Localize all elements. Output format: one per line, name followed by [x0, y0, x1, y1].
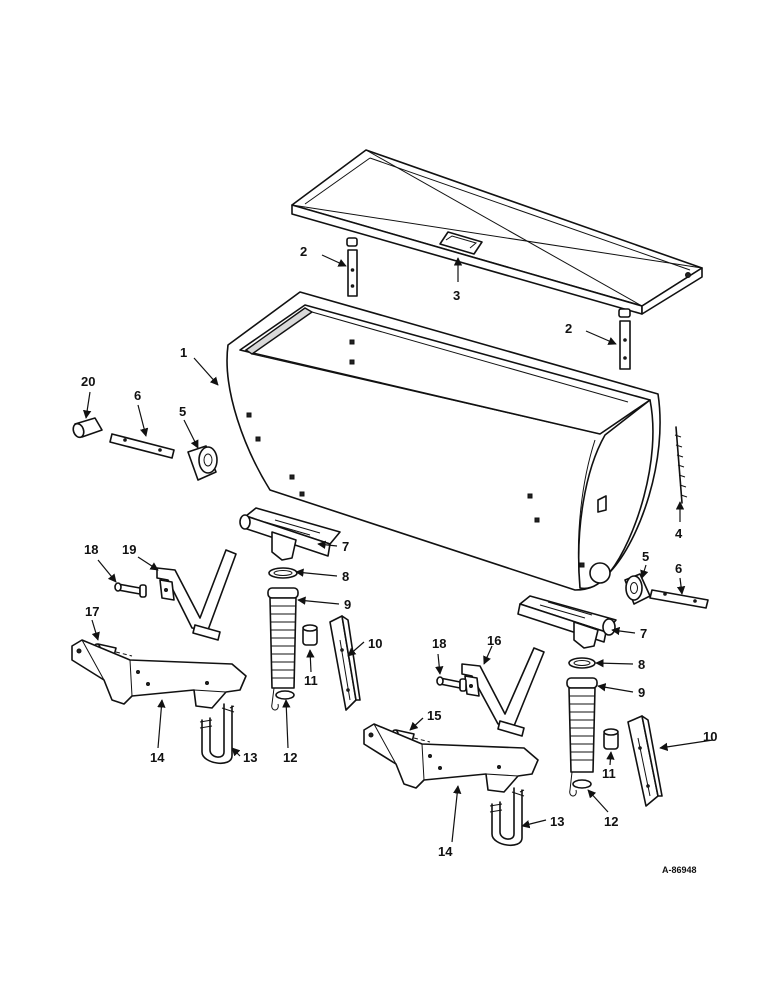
- callout-4: 4: [675, 526, 683, 541]
- roller-right: [624, 573, 651, 605]
- callout-18-left: 18: [84, 542, 98, 557]
- spring-rod: [674, 426, 688, 504]
- callout-9-right: 9: [638, 685, 645, 700]
- hinge-right: [618, 308, 631, 370]
- sleeve-left: [72, 417, 103, 439]
- hopper-lid: [291, 149, 703, 315]
- callout-7-left: 7: [342, 539, 349, 554]
- callout-15: 15: [427, 708, 441, 723]
- callout-6-left: 6: [134, 388, 141, 403]
- bushing-right: [603, 728, 619, 750]
- callout-11-right: 11: [602, 766, 616, 781]
- pin-left-18: [114, 582, 147, 598]
- callout-14-right: 14: [438, 844, 453, 859]
- hopper-box: [226, 291, 661, 591]
- drawing-reference: A-86948: [662, 865, 697, 875]
- callout-20: 20: [81, 374, 95, 389]
- callout-13-left: 13: [243, 750, 257, 765]
- bushing-left: [302, 624, 318, 646]
- callout-19: 19: [122, 542, 136, 557]
- callout-18-right: 18: [432, 636, 446, 651]
- callout-10-right: 10: [703, 729, 717, 744]
- flexible-tube-right: [566, 677, 598, 773]
- clamp-ring-right: [568, 657, 596, 669]
- u-bolt-right: [489, 787, 525, 846]
- u-bolt-left: [199, 703, 235, 764]
- shaft-left: [109, 433, 175, 459]
- lid-handle: [439, 231, 691, 278]
- callout-8-left: 8: [342, 569, 349, 584]
- upright-bracket-right: [461, 647, 545, 737]
- base-bracket-right: [363, 723, 539, 793]
- spout-housing-right: [517, 595, 617, 649]
- callout-5-right: 5: [642, 549, 649, 564]
- callout-11-left: 11: [304, 673, 318, 688]
- callout-labels: 1 2 2 3 4 5 5 6 6 7 7 8 8 9 9 10 10 11 1…: [81, 244, 717, 875]
- upright-bracket-left: [156, 549, 237, 641]
- guard-left: [329, 615, 361, 711]
- clamp-ring-left: [268, 567, 298, 579]
- pin-right-18: [436, 676, 467, 692]
- callout-17: 17: [85, 604, 99, 619]
- callout-12-left: 12: [283, 750, 297, 765]
- callout-8-right: 8: [638, 657, 645, 672]
- roller-left: [187, 445, 218, 481]
- callout-2-left: 2: [300, 244, 307, 259]
- callout-16: 16: [487, 633, 501, 648]
- callout-9-left: 9: [344, 597, 351, 612]
- spout-housing-left: [239, 507, 341, 561]
- guard-right: [627, 715, 663, 807]
- callout-1: 1: [180, 345, 187, 360]
- shaft-right: [649, 589, 709, 609]
- callout-10-left: 10: [368, 636, 382, 651]
- callout-5-left: 5: [179, 404, 186, 419]
- callout-13-right: 13: [550, 814, 564, 829]
- callout-6-right: 6: [675, 561, 682, 576]
- tube-hook-right: [569, 771, 592, 797]
- leader-lines: [82, 254, 714, 843]
- base-bracket-left: [71, 639, 247, 709]
- hinge-left: [346, 237, 358, 297]
- callout-12-right: 12: [604, 814, 618, 829]
- callout-3: 3: [453, 288, 460, 303]
- callout-7-right: 7: [640, 626, 647, 641]
- callout-2-right: 2: [565, 321, 572, 336]
- tube-hook-left: [271, 687, 295, 711]
- flexible-tube-left: [267, 587, 299, 689]
- callout-14-left: 14: [150, 750, 165, 765]
